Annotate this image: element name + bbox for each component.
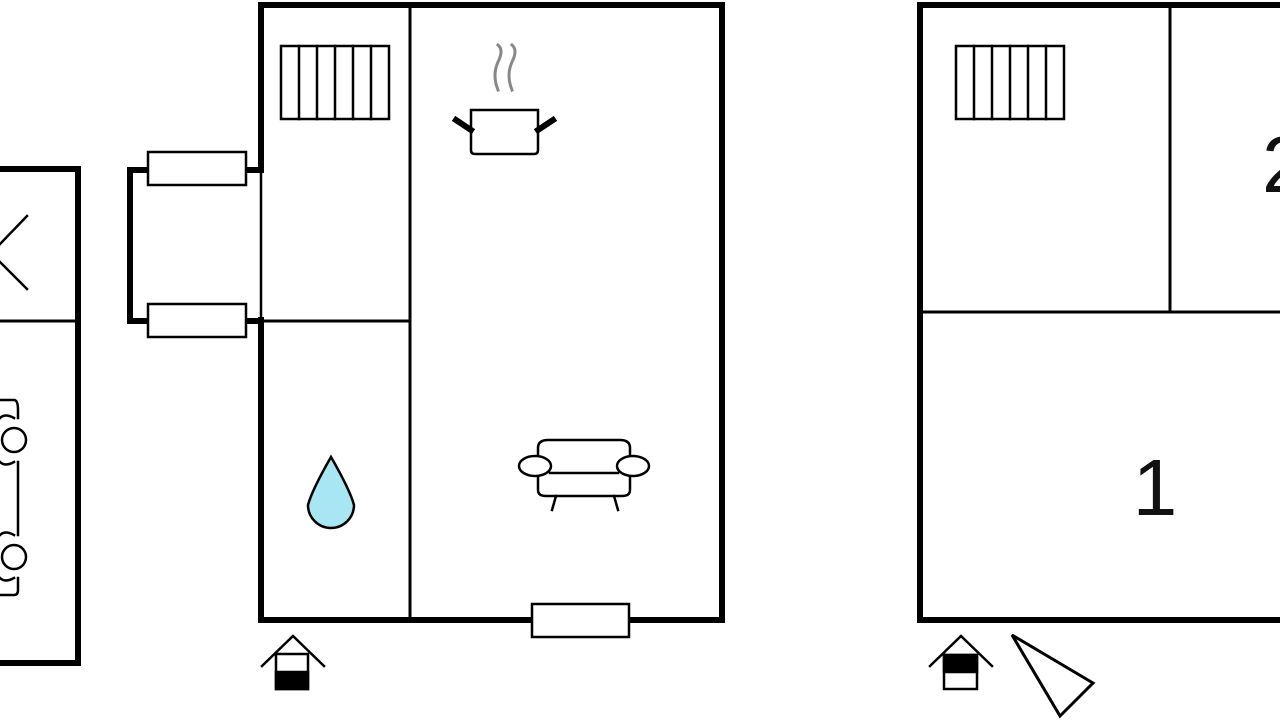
window (146, 150, 248, 187)
carport (0, 166, 81, 666)
stairs-icon (0, 214, 29, 291)
compass-north-arrow-icon (1010, 633, 1096, 719)
car-icon (0, 398, 28, 597)
ground-floor (127, 2, 725, 639)
sofa-icon (517, 438, 651, 512)
bathroom-water-drop-icon (306, 454, 356, 530)
first-floor-indicator-icon (928, 634, 994, 691)
sauna-icon (954, 44, 1066, 121)
window (530, 602, 631, 639)
sauna-icon (279, 44, 391, 121)
kitchen-pot-icon (451, 42, 558, 156)
window (146, 302, 248, 339)
room-label-1: 1 (1133, 443, 1178, 532)
first-floor (917, 2, 1280, 623)
ground-floor-indicator-icon (260, 634, 326, 691)
terrace-wall (127, 167, 149, 324)
room-label-2: 2 (1262, 120, 1280, 209)
